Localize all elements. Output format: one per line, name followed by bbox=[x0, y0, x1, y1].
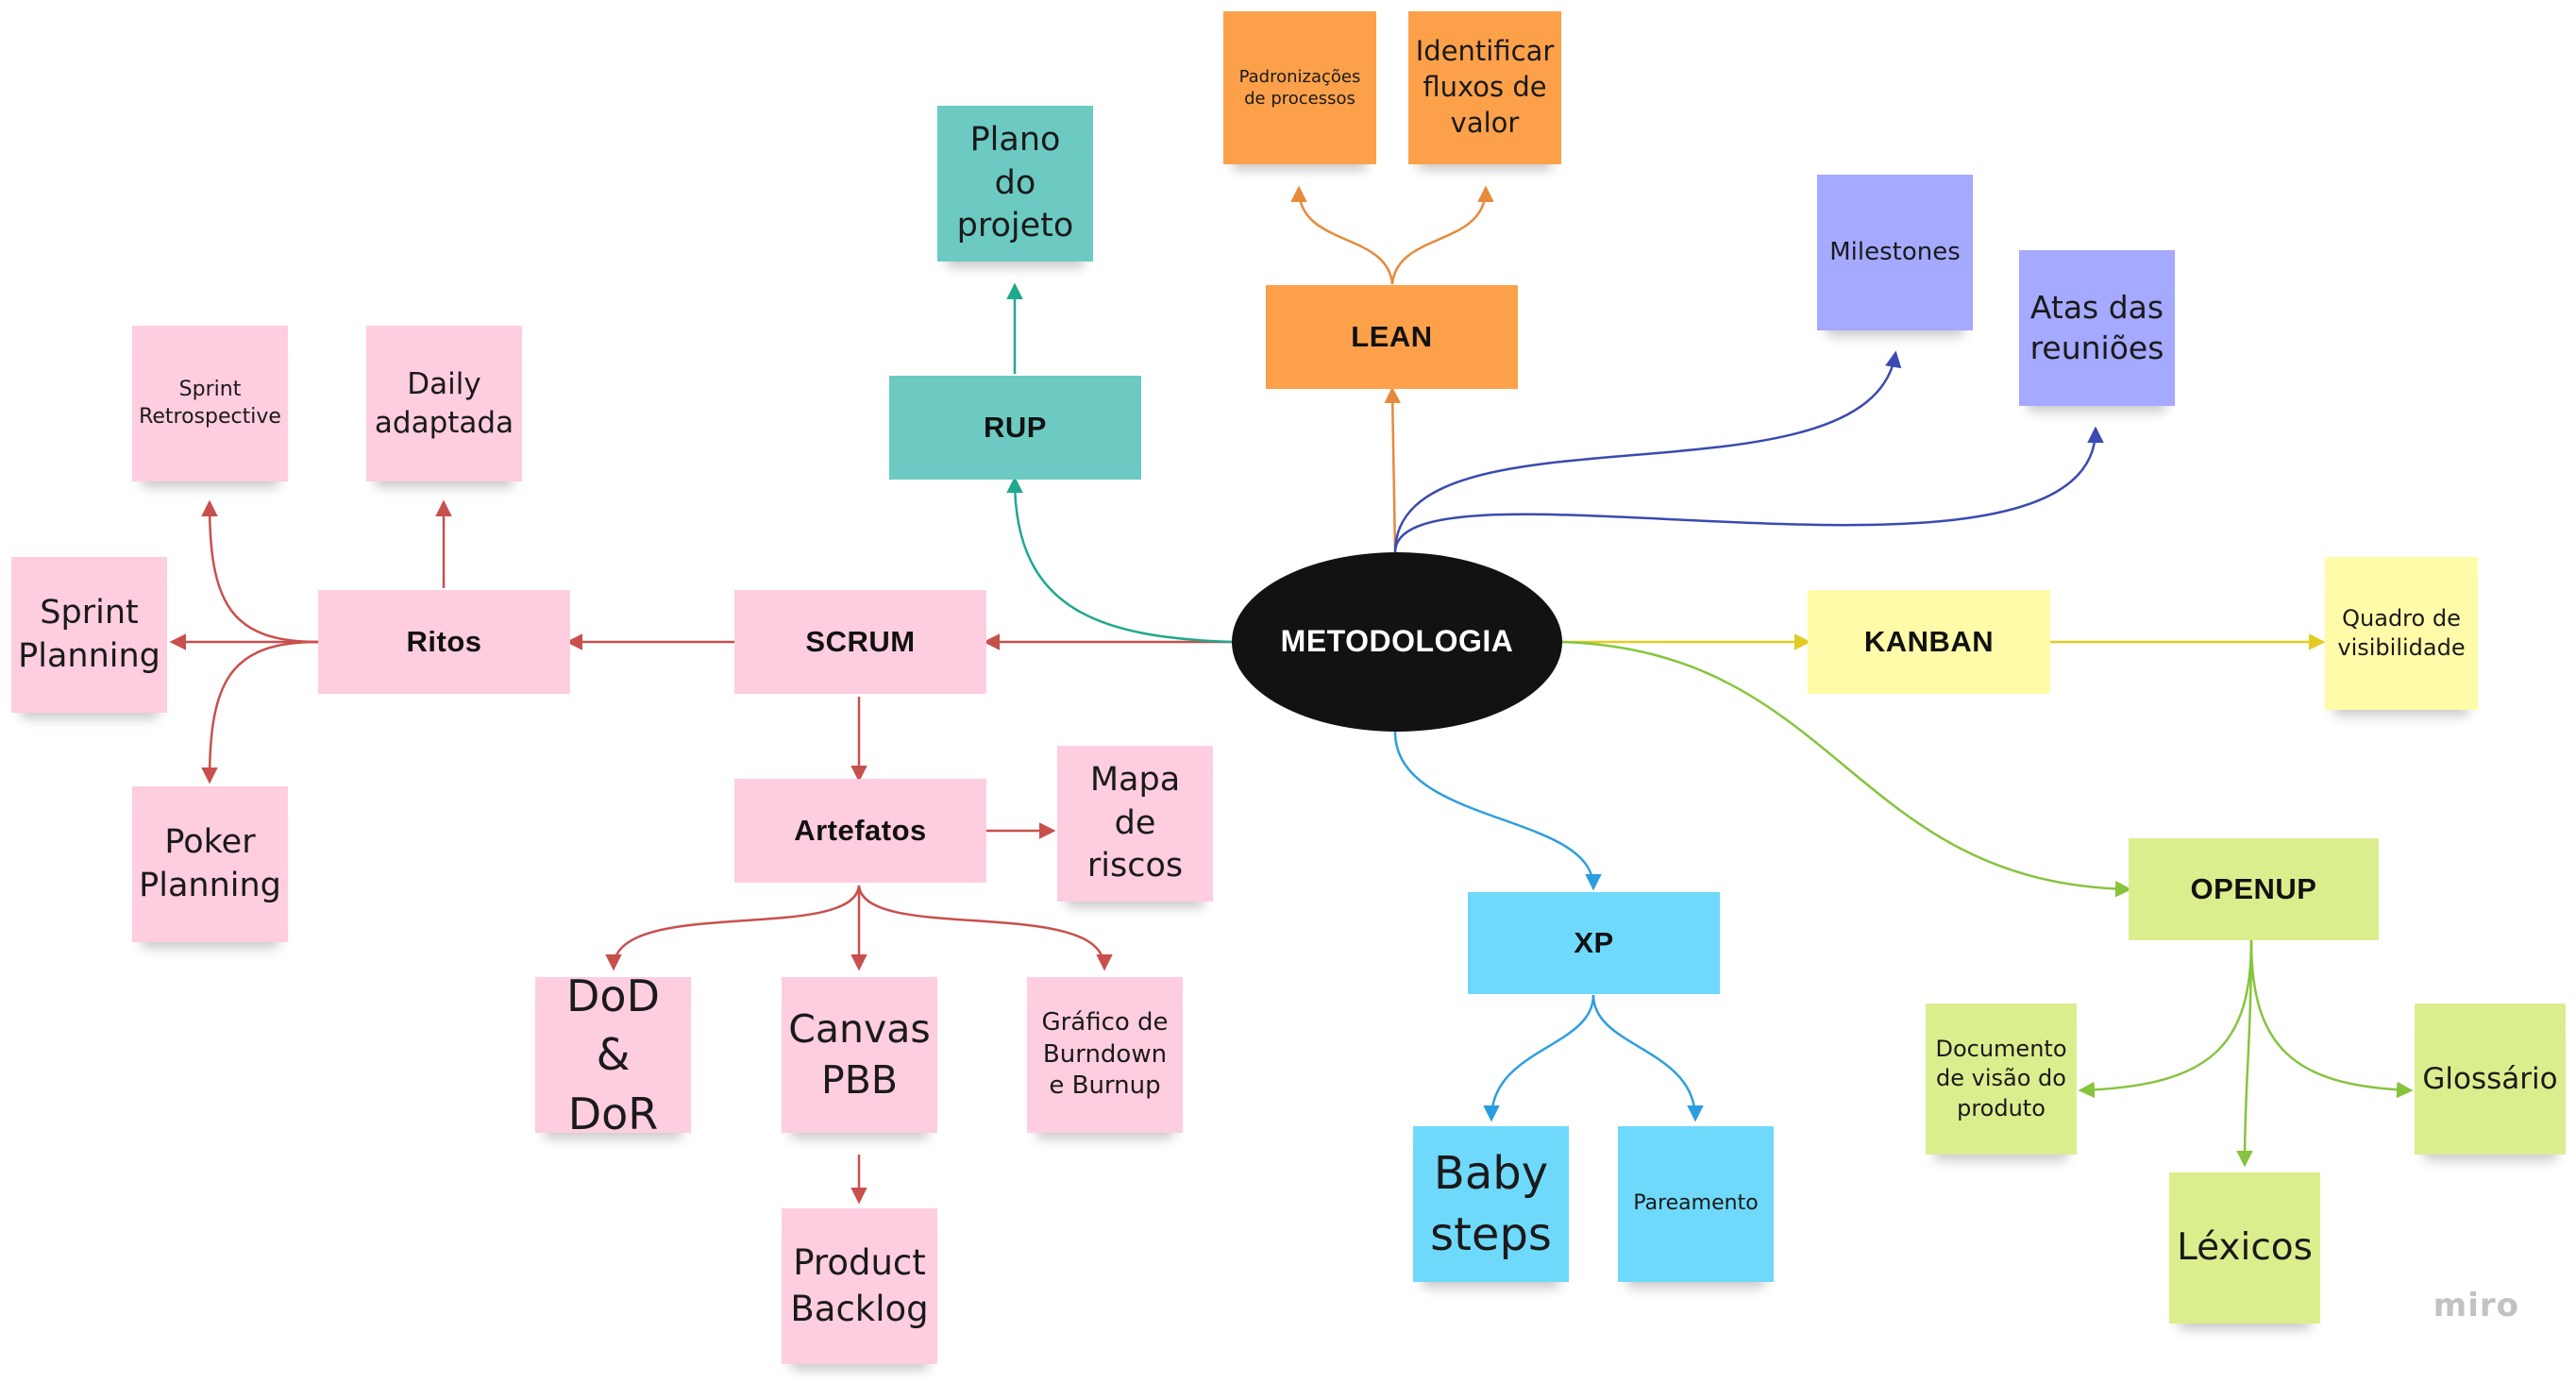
note-grafico-burndown[interactable]: Gráfico de Burndown e Burnup bbox=[1027, 977, 1183, 1133]
note-pareamento[interactable]: Pareamento bbox=[1618, 1126, 1774, 1282]
note-identificar-fluxos[interactable]: Identificar fluxos de valor bbox=[1408, 11, 1561, 164]
topic-kanban[interactable]: KANBAN bbox=[1808, 590, 2050, 694]
note-dod-dor[interactable]: DoD & DoR bbox=[535, 970, 691, 1139]
link-openup-glossario bbox=[2249, 939, 2414, 1099]
note-milestones[interactable]: Milestones bbox=[1817, 175, 1973, 330]
note-poker-planning[interactable]: Poker Planning bbox=[132, 786, 288, 942]
note-canvas-pbb[interactable]: Canvas PBB bbox=[782, 977, 937, 1133]
link-center-openup bbox=[1561, 640, 2132, 898]
note-mapa-de-riscos[interactable]: Mapa de riscos bbox=[1057, 746, 1213, 902]
note-sprint-retrospective[interactable]: Sprint Retrospective bbox=[132, 326, 288, 481]
link-lean-fluxos bbox=[1390, 185, 1494, 285]
miro-watermark-logo: miro bbox=[2433, 1287, 2519, 1324]
link-center-rup bbox=[1006, 476, 1233, 644]
link-center-atas bbox=[1393, 426, 2104, 553]
link-center-xp bbox=[1393, 731, 1602, 891]
topic-lean[interactable]: LEAN bbox=[1266, 285, 1518, 389]
topic-rup[interactable]: RUP bbox=[889, 376, 1141, 480]
center-label: METODOLOGIA bbox=[1280, 624, 1514, 659]
note-glossario[interactable]: Glossário bbox=[2415, 1004, 2566, 1155]
link-lean-padronizacoes bbox=[1290, 185, 1394, 285]
note-atas-reunioes[interactable]: Atas das reuniões bbox=[2019, 250, 2175, 406]
note-product-backlog[interactable]: Product Backlog bbox=[782, 1208, 937, 1364]
link-xp-baby bbox=[1483, 994, 1595, 1122]
link-openup-lexicos bbox=[2236, 939, 2253, 1168]
topic-scrum[interactable]: SCRUM bbox=[734, 590, 986, 694]
link-artefatos-dod bbox=[605, 885, 861, 971]
link-center-lean bbox=[1384, 386, 1401, 553]
center-metodologia[interactable]: METODOLOGIA bbox=[1232, 552, 1562, 732]
note-lexicos[interactable]: Léxicos bbox=[2169, 1172, 2320, 1324]
link-center-milestones bbox=[1393, 350, 1902, 553]
link-openup-documento bbox=[2078, 939, 2253, 1099]
topic-artefatos[interactable]: Artefatos bbox=[734, 779, 986, 883]
note-baby-steps[interactable]: Baby steps bbox=[1413, 1126, 1569, 1282]
link-ritos-retrospective bbox=[201, 499, 319, 644]
link-ritos-poker bbox=[201, 640, 319, 784]
topic-ritos[interactable]: Ritos bbox=[318, 590, 570, 694]
note-plano-do-projeto[interactable]: Plano do projeto bbox=[937, 106, 1093, 261]
note-sprint-planning[interactable]: Sprint Planning bbox=[11, 557, 167, 713]
topic-xp[interactable]: XP bbox=[1468, 892, 1720, 994]
note-quadro-visibilidade[interactable]: Quadro de visibilidade bbox=[2325, 557, 2478, 710]
link-xp-pareamento bbox=[1591, 994, 1704, 1122]
note-daily-adaptada[interactable]: Daily adaptada bbox=[366, 326, 522, 481]
note-padronizacoes[interactable]: Padronizações de processos bbox=[1223, 11, 1376, 164]
link-artefatos-grafico bbox=[857, 885, 1113, 971]
note-documento-visao[interactable]: Documento de visão do produto bbox=[1926, 1004, 2077, 1155]
topic-openup[interactable]: OPENUP bbox=[2129, 838, 2379, 940]
